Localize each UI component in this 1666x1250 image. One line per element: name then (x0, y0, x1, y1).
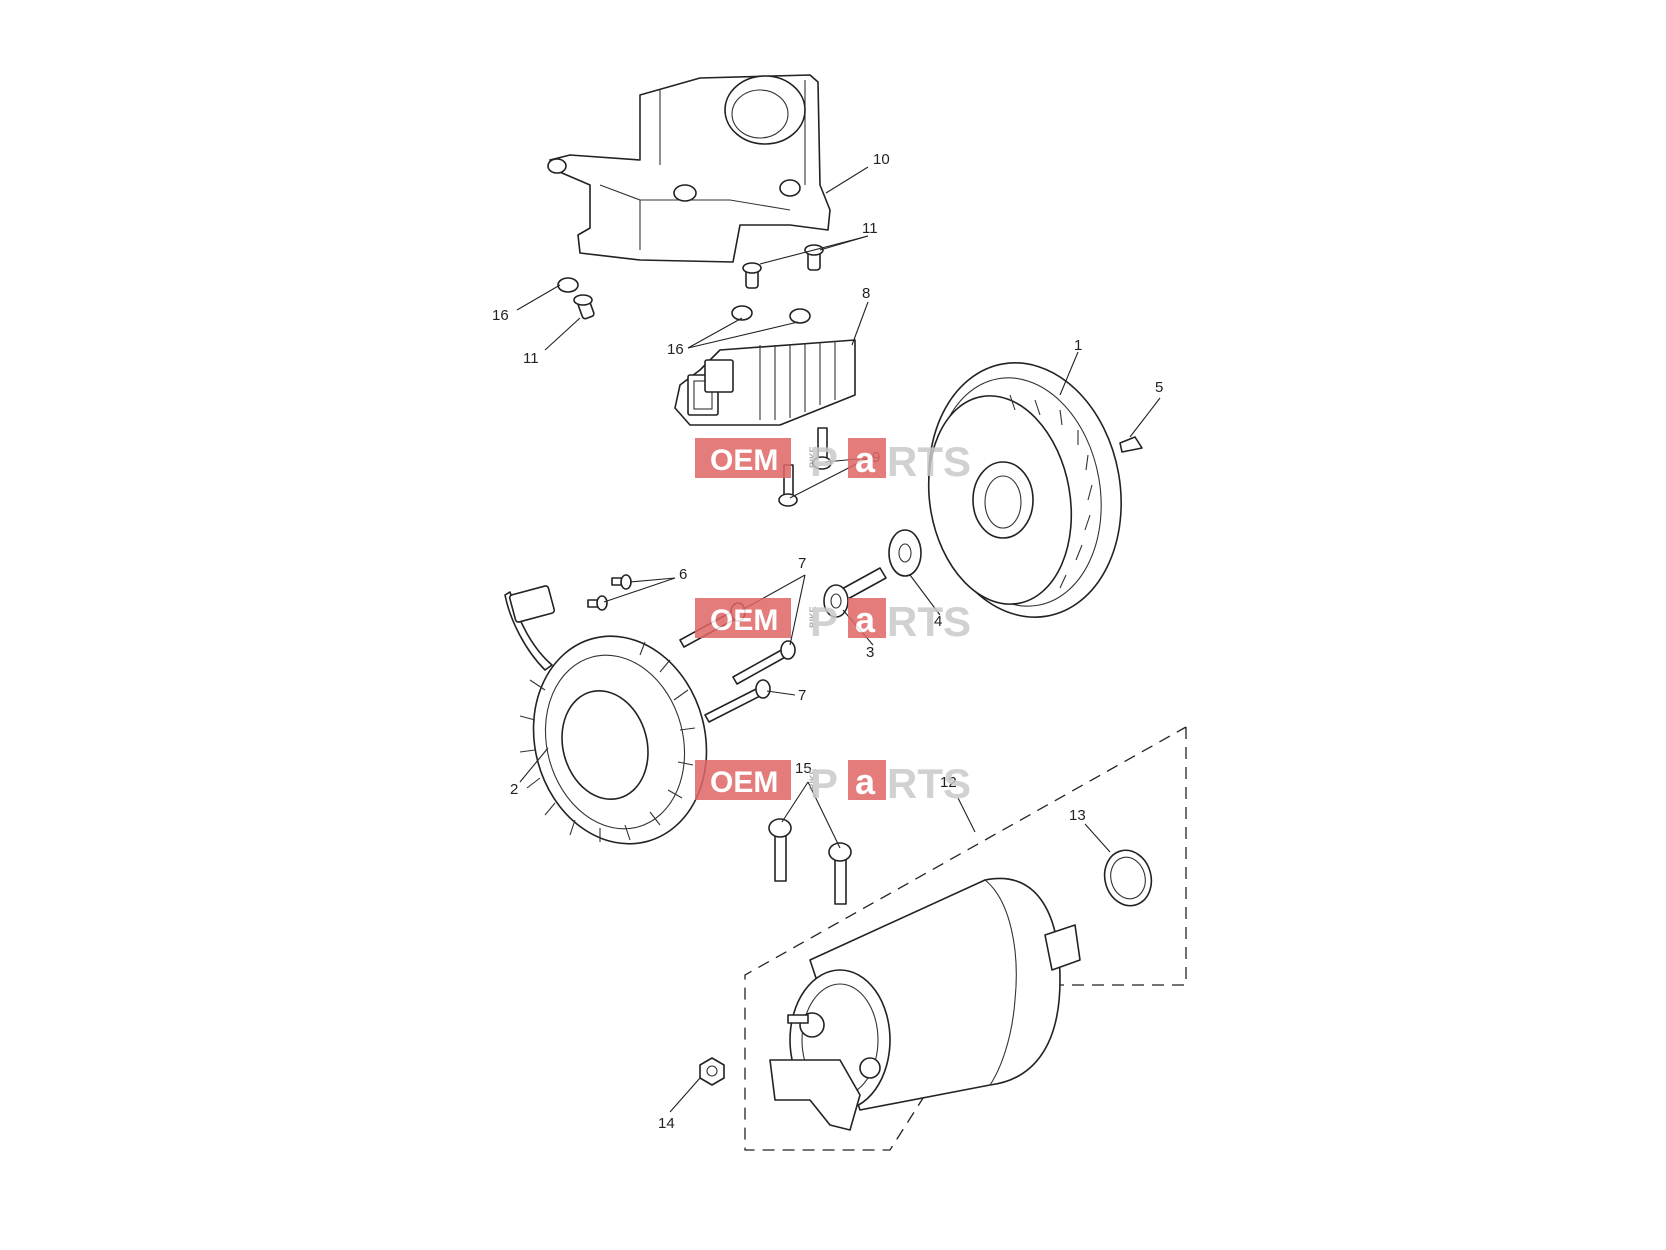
part-8-regulator[interactable] (674, 339, 856, 426)
svg-text:a: a (855, 761, 876, 802)
callout-7-upper: 7 (798, 555, 806, 572)
part-2-stator[interactable] (504, 585, 729, 863)
part-7-bolt-lower[interactable] (704, 679, 771, 723)
callout-1: 1 (1074, 337, 1082, 354)
part-12-group-outline (744, 726, 1187, 1151)
part-9-bolt-upper[interactable] (812, 427, 832, 470)
part-7-bolt-mid[interactable] (732, 640, 796, 685)
callout-7-lower: 7 (798, 687, 806, 704)
part-10-cover[interactable] (547, 74, 831, 263)
callout-10: 10 (873, 151, 890, 168)
part-15-bolt-right[interactable] (828, 842, 852, 905)
svg-text:BIKE: BIKE (808, 446, 818, 468)
svg-text:a: a (855, 599, 876, 640)
callout-6: 6 (679, 566, 687, 583)
svg-text:P: P (810, 760, 838, 807)
svg-text:P: P (810, 598, 838, 645)
watermark-mid: OEM BIKE P a RTS (695, 598, 971, 645)
svg-text:RTS: RTS (887, 438, 971, 485)
callout-16-mid: 16 (667, 341, 684, 358)
part-1-rotor[interactable] (909, 347, 1141, 632)
part-11-bolt-left[interactable] (573, 294, 595, 320)
svg-text:P: P (810, 438, 838, 485)
callout-5: 5 (1155, 379, 1163, 396)
part-14-nut[interactable] (699, 1057, 725, 1086)
callout-4: 4 (934, 613, 942, 630)
part-12-starter-motor[interactable] (769, 877, 1081, 1131)
svg-text:RTS: RTS (887, 760, 971, 807)
watermark-bottom: OEM BIKE P a RTS (695, 760, 971, 807)
part-13-o-ring[interactable] (1099, 845, 1158, 911)
callouts: 1 2 3 4 5 6 7 7 8 9 10 11 11 12 13 14 15… (492, 151, 1163, 1132)
callout-13: 13 (1069, 807, 1086, 824)
part-5-key[interactable] (1119, 436, 1143, 453)
part-4-washer[interactable] (888, 529, 922, 577)
part-15-bolt-left[interactable] (768, 818, 792, 882)
part-6-screw-upper[interactable] (611, 574, 632, 590)
part-3-bolt[interactable] (823, 567, 887, 618)
callout-11-right: 11 (862, 220, 878, 237)
svg-text:a: a (855, 439, 876, 480)
callout-15: 15 (795, 760, 812, 777)
callout-8: 8 (862, 285, 870, 302)
svg-text:OEM: OEM (710, 444, 778, 477)
part-6-screw-lower[interactable] (587, 595, 608, 611)
svg-text:OEM: OEM (710, 604, 778, 637)
svg-text:RTS: RTS (887, 598, 971, 645)
part-11-bolt-mid[interactable] (742, 262, 762, 289)
callout-11-left: 11 (523, 350, 539, 367)
part-16-grommet-left[interactable] (557, 277, 579, 293)
callout-3: 3 (866, 644, 874, 661)
svg-text:BIKE: BIKE (808, 606, 818, 628)
watermark-top: OEM BIKE P a RTS (695, 438, 971, 485)
callout-2: 2 (510, 781, 518, 798)
part-16-grommet-mid[interactable] (731, 305, 753, 321)
svg-text:OEM: OEM (710, 766, 778, 799)
svg-text:BIKE: BIKE (808, 768, 818, 790)
callout-12: 12 (940, 774, 957, 791)
part-16-grommet-right[interactable] (789, 308, 811, 324)
callout-16-left: 16 (492, 307, 509, 324)
callout-14: 14 (658, 1115, 675, 1132)
